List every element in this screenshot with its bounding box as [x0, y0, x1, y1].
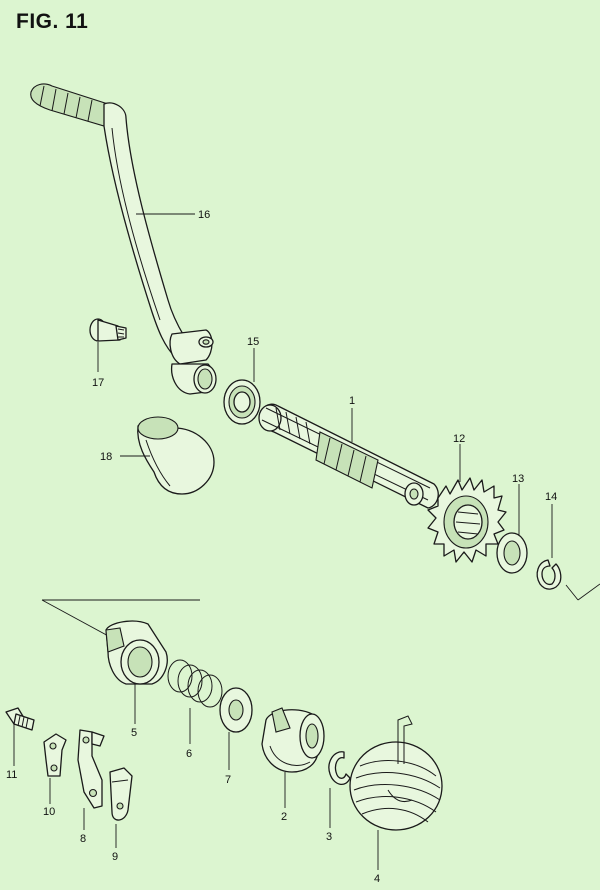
- callout-15: 15: [247, 336, 259, 348]
- callout-13: 13: [512, 473, 524, 485]
- starter-guide-part: [105, 620, 168, 685]
- callout-14: 14: [545, 491, 557, 503]
- callout-10: 10: [43, 806, 55, 818]
- ratchet-part: [261, 707, 325, 773]
- callout-12: 12: [453, 433, 465, 445]
- callout-4: 4: [374, 873, 380, 885]
- plate-10-part: [43, 733, 67, 777]
- spring-6-part: [167, 659, 223, 708]
- bracket-9-part: [109, 767, 133, 821]
- circlip-3-part: [328, 751, 351, 785]
- washer-13-part: [496, 532, 528, 574]
- callout-16: 16: [198, 209, 210, 221]
- callout-9: 9: [112, 851, 118, 863]
- return-spring-part: [349, 715, 443, 831]
- callout-labels: 16 17 18 15 1 12 13 14 5 6 7 2 3 4 11 10…: [6, 209, 557, 885]
- callout-17: 17: [92, 377, 104, 389]
- bolt-17-part: [89, 318, 127, 342]
- callout-1: 1: [349, 395, 355, 407]
- driven-gear-part: [427, 477, 507, 563]
- callout-8: 8: [80, 833, 86, 845]
- kick-shaft-part: [258, 403, 439, 509]
- bolt-11-part: [5, 707, 35, 731]
- circlip-14-part: [536, 559, 562, 590]
- callout-5: 5: [131, 727, 137, 739]
- callout-7: 7: [225, 774, 231, 786]
- callout-2: 2: [281, 811, 287, 823]
- oil-seal-part: [223, 379, 261, 425]
- callout-11: 11: [6, 769, 17, 781]
- callout-3: 3: [326, 831, 332, 843]
- callout-18: 18: [100, 451, 112, 463]
- leader-lines: [13, 213, 553, 870]
- figure-title: FIG. 11: [16, 10, 89, 33]
- kick-lever-part: [30, 83, 217, 395]
- rubber-cover-part: [137, 416, 215, 495]
- washer-7-part: [219, 687, 253, 733]
- callout-6: 6: [186, 748, 192, 760]
- plate-8-part: [77, 729, 105, 809]
- assembly-divider-bend: [565, 583, 600, 601]
